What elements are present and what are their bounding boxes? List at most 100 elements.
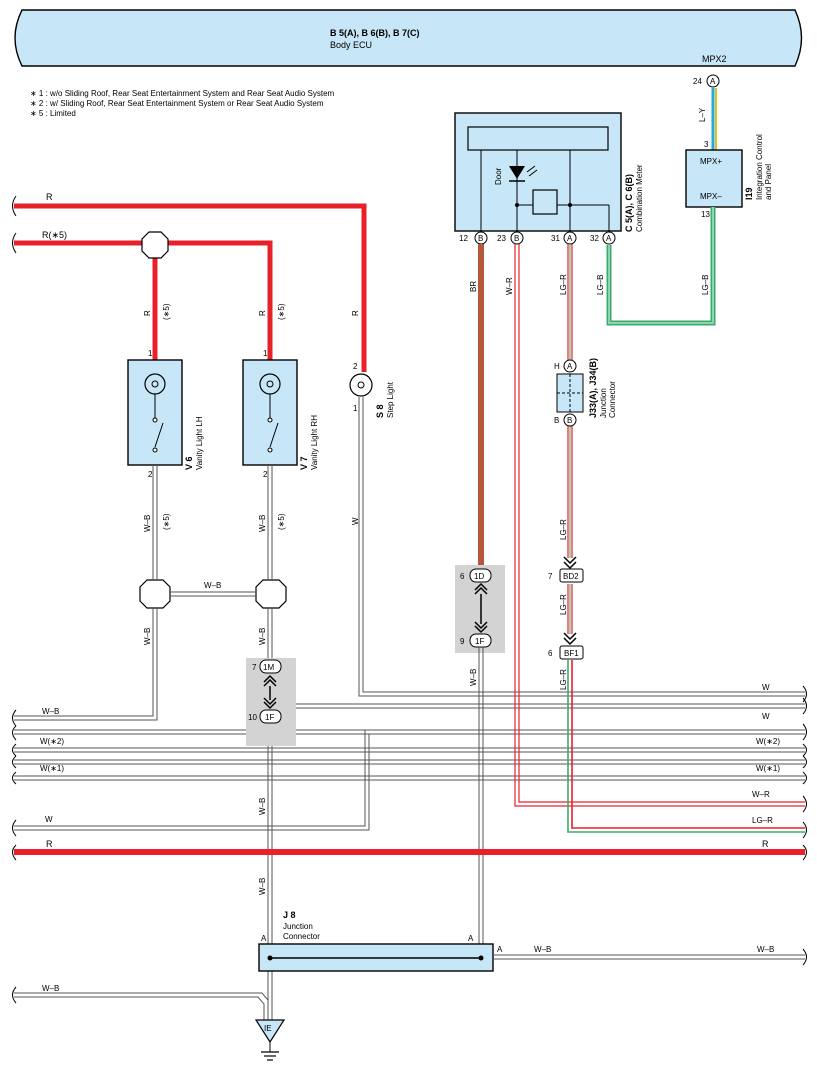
meter-ic-block	[532, 189, 558, 215]
wire-label-w1-left: W(∗1)	[40, 764, 64, 773]
wire-label-wb-lh: W–B	[143, 515, 152, 532]
wire-label-wb-rh: W–B	[258, 515, 267, 532]
ground-icon: IE	[254, 1019, 286, 1061]
integration-id: I19	[744, 187, 754, 200]
wire-label-wb-ground: W–B	[42, 984, 59, 993]
integration-name-2: and Panel	[764, 164, 773, 200]
integration-control-box	[685, 149, 743, 208]
note-2: ∗ 2 : w/ Sliding Roof, Rear Seat Enterta…	[30, 99, 324, 108]
svg-text:BF1: BF1	[564, 649, 579, 658]
wire-w-horizontal	[14, 703, 805, 831]
wire-w-b-j8-right	[493, 954, 805, 960]
wire-label-lg-r-top: LG–R	[559, 274, 568, 295]
svg-text:7: 7	[252, 663, 257, 672]
vanity-rh-pin1: 1	[263, 349, 268, 358]
wire-w-r	[514, 244, 805, 807]
integration-pin-13: 13	[701, 210, 710, 219]
wire-label-wb-step: W–B	[469, 669, 478, 686]
integration-pin-3: 3	[704, 140, 709, 149]
wire-label-lg-b-left: LG–B	[596, 275, 605, 295]
vanity-rh-pin2: 2	[263, 470, 268, 479]
body-ecu-name: Body ECU	[330, 40, 372, 50]
svg-text:1D: 1D	[474, 572, 484, 581]
j8-name-2: Connector	[283, 932, 320, 941]
wire-label-w1-right: W(∗1)	[756, 764, 780, 773]
mpx-wire-l-y	[711, 88, 717, 150]
svg-text:1F: 1F	[475, 637, 484, 646]
svg-text:A: A	[606, 234, 612, 243]
vanity-rh-id: V 7	[299, 456, 309, 470]
j33-id: J33(A), J34(B)	[588, 358, 598, 418]
connector-1f-vanity: 1F 10	[248, 709, 282, 724]
wire-label-wb-j8-right: W–B	[757, 945, 774, 954]
body-ecu-id: B 5(A), B 6(B), B 7(C)	[330, 28, 420, 38]
wire-label-w-r-right: W–R	[752, 790, 770, 799]
j8-id: J 8	[283, 910, 296, 920]
vanity-lh-pin2: 2	[148, 470, 153, 479]
j8-pin-a-left: A	[261, 934, 267, 943]
connector-1f-step: 1F 9	[460, 633, 492, 648]
splice-point	[139, 579, 171, 609]
integration-name-1: Integration Control	[755, 134, 764, 200]
connector-mpx2: A 24	[693, 74, 720, 88]
svg-text:6: 6	[460, 572, 465, 581]
meter-pin-31: A 31	[551, 231, 577, 245]
note5-lh-top: (∗5)	[162, 303, 171, 320]
wire-label-w2-left: W(∗2)	[40, 737, 64, 746]
meter-display	[467, 126, 609, 151]
svg-text:B: B	[567, 416, 572, 425]
wire-label-w2-right: W(∗2)	[756, 737, 780, 746]
meter-pin-32: A 32	[590, 231, 616, 245]
j33-name-2: Connector	[608, 381, 617, 418]
wire-label-wb-lh2: W–B	[143, 628, 152, 645]
meter-id: C 5(A), C 6(B)	[624, 174, 634, 232]
wire-label-wb-rh4: W–B	[258, 878, 267, 895]
splice-point	[255, 579, 287, 609]
wire-label-lg-r-right: LG–R	[752, 816, 773, 825]
svg-text:IE: IE	[264, 1024, 272, 1033]
wire-label-w-r: W–R	[505, 277, 514, 295]
mpx-plus-label: MPX+	[700, 157, 722, 166]
j8-name-1: Junction	[283, 922, 313, 931]
wire-w-b-ground	[14, 992, 273, 1020]
wire-label-wb-left: W–B	[42, 707, 59, 716]
wire-label-w-right1: W	[762, 683, 770, 692]
svg-text:10: 10	[248, 713, 257, 722]
mpx2-label: MPX2	[702, 54, 727, 64]
connector-1m: 1M 7	[252, 659, 282, 710]
wire-label-wb-rh2: W–B	[258, 628, 267, 645]
note5-lh-bottom: (∗5)	[162, 513, 171, 530]
meter-pin-12: B 12	[459, 231, 488, 245]
step-light-pin1: 1	[353, 404, 358, 413]
wire-w-step	[358, 397, 805, 697]
connector-bd2: BD2 7	[548, 556, 584, 583]
wire-label-wb-rh3: W–B	[258, 798, 267, 815]
vanity-lh-name: Vanity Light LH	[195, 416, 204, 470]
svg-text:23: 23	[497, 234, 506, 243]
wire-label-lg-r-low: LG–R	[559, 594, 568, 615]
mpx-minus-label: MPX–	[700, 192, 722, 201]
vanity-light-rh	[242, 359, 298, 466]
door-label: Door	[494, 167, 503, 185]
wire-break-marks	[12, 195, 807, 1004]
wire-label-w-right2: W	[762, 712, 770, 721]
wire-label-r-bottom-right: R	[762, 839, 769, 849]
svg-text:BD2: BD2	[563, 572, 579, 581]
svg-text:1M: 1M	[263, 663, 274, 672]
svg-text:32: 32	[590, 234, 599, 243]
step-light-pin2: 2	[353, 362, 358, 371]
wire-label-w-step: W	[351, 517, 360, 525]
svg-text:12: 12	[459, 234, 468, 243]
note5-rh-bottom: (∗5)	[277, 513, 286, 530]
wire-label-r-top: R	[46, 192, 53, 202]
wire-label-l-y: L–Y	[698, 107, 707, 122]
wire-label-wb-j8: W–B	[534, 945, 551, 954]
svg-text:A: A	[710, 77, 716, 86]
svg-text:7: 7	[548, 572, 553, 581]
note-1: ∗ 1 : w/o Sliding Roof, Rear Seat Entert…	[30, 89, 335, 98]
note-5: ∗ 5 : Limited	[30, 109, 76, 118]
meter-name: Combination Meter	[635, 164, 644, 232]
wire-w-b-step	[478, 647, 484, 944]
svg-text:1F: 1F	[265, 713, 274, 722]
